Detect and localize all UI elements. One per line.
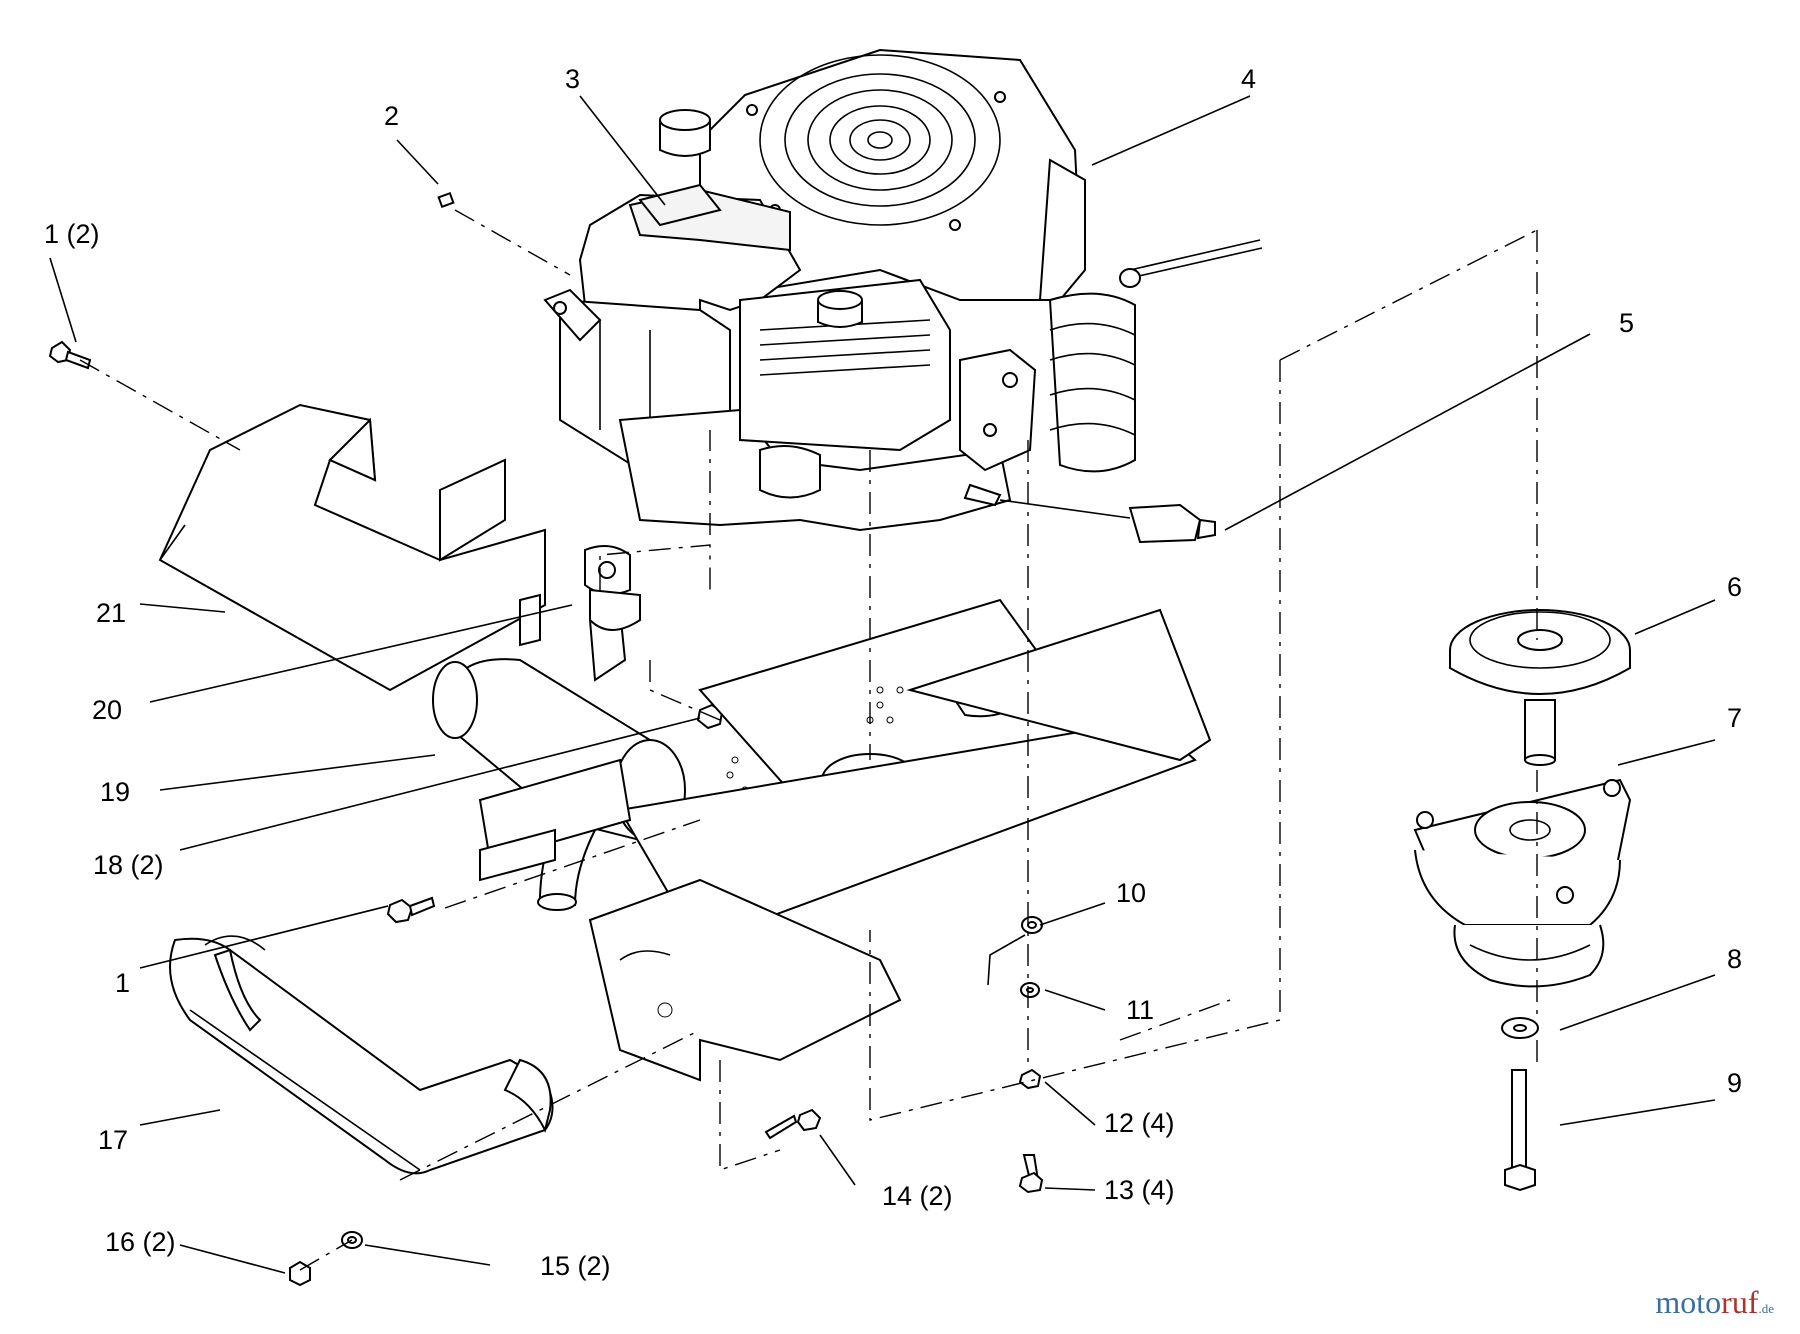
bolts [48,340,436,924]
callout-8: 8 [1727,944,1743,974]
safety-switch [963,483,1216,544]
callout-20: 20 [92,695,123,725]
assembly-lines [79,209,1538,1271]
callout-6: 6 [1727,572,1743,602]
callout-11: 11 [1126,995,1155,1025]
callout-2: 2 [384,101,400,131]
callout-4: 4 [1241,64,1257,94]
pto-pulley [1449,609,1631,766]
leader-lines [49,95,1716,1274]
heat-shield [158,403,546,692]
callout-9: 9 [1727,1068,1743,1098]
watermark-logo: motoruf.de [1655,1286,1774,1318]
watermark-suffix: .de [1758,1301,1774,1316]
watermark-part-a: moto [1655,1284,1722,1320]
engine-mount-hardware [987,916,1044,1194]
engine [437,48,1263,532]
callout-7: 7 [1727,703,1743,733]
mower-frame [478,598,1212,1082]
bolt-14 [764,1108,822,1140]
callout-3: 3 [565,64,581,94]
front-bumper [169,935,554,1175]
callout-16: 16 (2) [105,1227,176,1257]
exhaust-gasket [584,545,631,595]
electric-clutch [1413,778,1632,988]
callout-1-2: 1 (2) [44,219,100,249]
callout-14: 14 (2) [882,1181,953,1211]
watermark-part-b: ruf [1721,1284,1759,1320]
callout-12: 12 (4) [1104,1108,1175,1138]
callout-21: 21 [96,598,127,628]
callout-18: 18 (2) [93,850,164,880]
callout-1: 1 [115,968,131,998]
callout-10: 10 [1116,878,1147,908]
callout-19: 19 [100,777,131,807]
callout-13: 13 (4) [1104,1175,1175,1205]
callout-17: 17 [98,1125,129,1155]
callout-15: 15 (2) [540,1251,611,1281]
clutch-hardware [1501,1017,1539,1192]
callout-5: 5 [1619,308,1635,338]
